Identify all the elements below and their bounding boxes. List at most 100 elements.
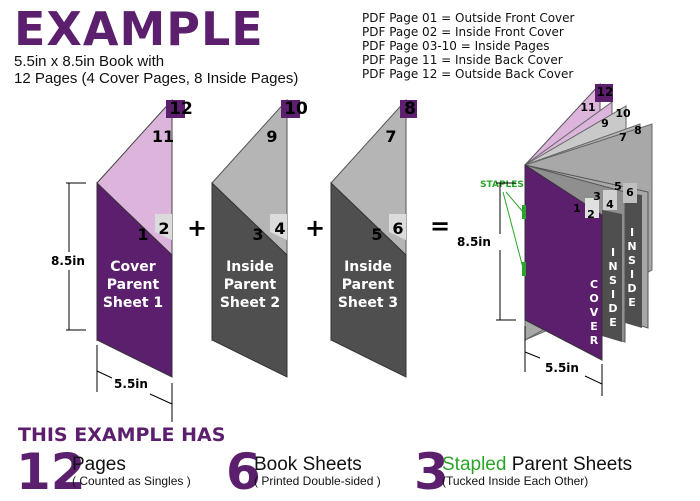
spine-letter: I <box>630 226 634 239</box>
sheet-3-label-line-3: Sheet 3 <box>338 295 398 311</box>
inside-spine-word-1: I N S I D E <box>608 246 617 329</box>
inside-sheet-2-spine <box>602 210 622 342</box>
page-number-10: 10 <box>284 99 308 119</box>
stapled-word: Stapled <box>442 454 507 475</box>
back-cover-tab <box>595 84 613 102</box>
staples-label: STAPLES <box>480 180 524 190</box>
booklet-page-7: 7 <box>619 131 627 144</box>
booklet-page-10: 10 <box>615 107 631 120</box>
staple-pointer-top <box>505 191 524 213</box>
spine-letter: N <box>608 260 617 273</box>
sheet-1-front-half <box>96 181 173 378</box>
booklet-page-12: 12 <box>597 85 614 99</box>
spine-letter: O <box>589 292 598 305</box>
pages-label: Pages <box>72 454 126 475</box>
spine-letter: N <box>627 240 636 253</box>
sheet-2-page-flap <box>270 214 287 240</box>
spine-letter: S <box>609 274 617 287</box>
cover-spine-word: C O V E R <box>589 278 598 347</box>
legend-item: PDF Page 03-10 = Inside Pages <box>362 39 550 53</box>
legend-item: PDF Page 02 = Inside Front Cover <box>362 25 564 39</box>
sheet-1-label-line-1: Cover <box>110 259 156 275</box>
page-title: EXAMPLE <box>14 2 264 56</box>
inside-spine-word-2: I N S I D E <box>627 226 636 309</box>
width-dimension-label: 5.5in <box>114 377 148 391</box>
assembled-width-label: 5.5in <box>545 361 579 375</box>
pages-note: ( Counted as Singles ) <box>72 474 191 488</box>
assembled-height-dimension <box>496 182 516 321</box>
cover-parent-sheet-1: 11 12 1 2 Cover Parent Sheet 1 <box>96 98 193 378</box>
summary-heading: THIS EXAMPLE HAS <box>18 424 226 446</box>
assembled-width-dimension <box>524 326 603 396</box>
spine-letter: D <box>627 282 636 295</box>
page-number-8: 8 <box>404 99 416 119</box>
spine-letter: R <box>590 334 599 347</box>
plus-operator: + <box>305 214 325 242</box>
inside-parent-sheet-2: 9 10 3 4 Inside Parent Sheet 2 <box>211 98 308 378</box>
book-sheets-note: ( Printed Double-sided ) <box>254 474 381 488</box>
page-flap-2 <box>585 198 599 218</box>
page-number-4: 4 <box>274 219 285 238</box>
pdf-page-legend: PDF Page 01 = Outside Front Cover PDF Pa… <box>362 11 574 81</box>
inside-parent-sheet-3: 7 8 5 6 Inside Parent Sheet 3 <box>330 98 417 378</box>
booklet-page-6: 6 <box>626 186 634 199</box>
page-number-11: 11 <box>152 127 174 146</box>
parent-sheets-label: Parent Sheets <box>511 454 633 475</box>
page-number-3: 3 <box>252 225 263 244</box>
spine-letter: S <box>628 254 636 267</box>
booklet-page-4: 4 <box>606 198 614 211</box>
spine-letter: I <box>630 268 634 281</box>
page-number-9: 9 <box>266 127 277 146</box>
sheet-2-fold-tab <box>281 100 300 118</box>
sheet-3-page-flap <box>389 214 406 240</box>
staple-bottom <box>522 262 526 276</box>
width-dimension <box>96 345 173 422</box>
sheet-2-label-line-3: Sheet 2 <box>220 295 280 311</box>
equals-operator: = <box>430 212 450 240</box>
sheet-3-fold-tab <box>400 100 417 118</box>
page-flap-4 <box>603 190 617 210</box>
spine-letter: I <box>611 288 615 301</box>
height-dimension-label: 8.5in <box>51 254 85 268</box>
spine-letter: V <box>590 306 599 319</box>
page-flap-6 <box>623 183 637 203</box>
subtitle-line-2: 12 Pages (4 Cover Pages, 8 Inside Pages) <box>14 70 299 87</box>
parent-sheets-label-wrap: Stapled Parent Sheets <box>442 454 632 476</box>
sheet-2-front-half <box>211 181 288 378</box>
legend-item: PDF Page 11 = Inside Back Cover <box>362 53 563 67</box>
book-sheets-label: Book Sheets <box>254 454 362 475</box>
sheet-2-label-line-1: Inside <box>226 259 274 275</box>
page-number-7: 7 <box>385 127 396 146</box>
subtitle-line-1: 5.5in x 8.5in Book with <box>14 53 165 70</box>
staple-pointer-bottom <box>502 191 524 269</box>
page-number-2: 2 <box>158 219 169 238</box>
spine-letter: I <box>611 246 615 259</box>
booklet-page-2: 2 <box>587 208 595 221</box>
legend-item: PDF Page 01 = Outside Front Cover <box>362 11 575 25</box>
inside-sheet-3-spine <box>622 192 642 328</box>
book-sheets-count: 6 <box>226 443 261 501</box>
booklet-page-1: 1 <box>573 202 581 215</box>
spine-letter: E <box>590 320 598 333</box>
page-number-1: 1 <box>137 225 148 244</box>
parent-sheets-count: 3 <box>414 443 449 501</box>
page-number-5: 5 <box>371 225 382 244</box>
booklet-page-5: 5 <box>614 180 622 193</box>
sheet-3-front-half <box>330 181 407 378</box>
spine-letter: E <box>609 316 617 329</box>
booklet-page-8: 8 <box>634 124 642 137</box>
booklet-page-9: 9 <box>601 117 609 130</box>
sheet-3-label-line-1: Inside <box>344 259 392 275</box>
parent-sheets-note: (Tucked Inside Each Other) <box>442 474 589 488</box>
legend-item: PDF Page 12 = Outside Back Cover <box>362 67 574 81</box>
pages-count: 12 <box>16 443 86 501</box>
sheet-1-label-line-3: Sheet 1 <box>103 295 163 311</box>
sheet-1-label-line-2: Parent <box>107 277 160 293</box>
height-dimension <box>66 182 86 331</box>
booklet-page-3: 3 <box>593 190 601 203</box>
spine-letter: E <box>628 296 636 309</box>
sheet-1-page-flap <box>155 214 172 240</box>
plus-operator: + <box>187 214 207 242</box>
sheet-2-label-line-2: Parent <box>224 277 277 293</box>
